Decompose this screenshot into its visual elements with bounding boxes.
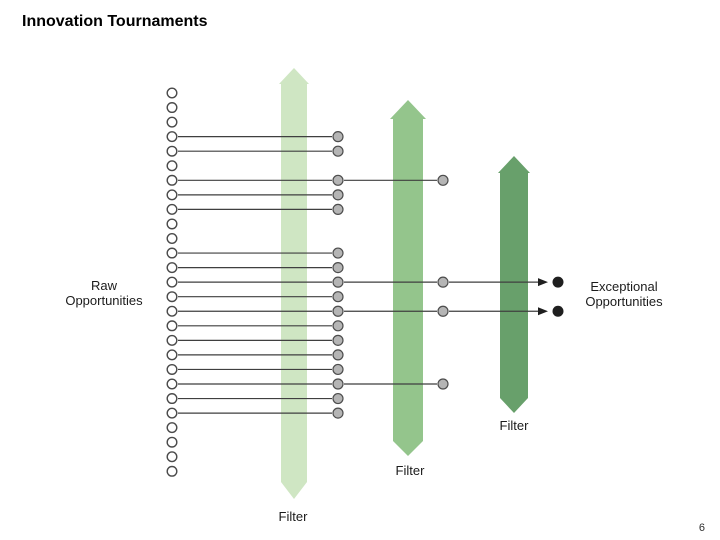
filter-arrow-1 [279,68,309,499]
filtered-opportunity-circle [332,145,344,157]
raw-opportunity-circle [166,247,178,259]
filtered-opportunity-circle [332,174,344,186]
filtered-opportunity-circle [437,174,449,186]
filtered-opportunity-circle [332,203,344,215]
exceptional-opportunities-label: Exceptional Opportunities [585,279,662,309]
raw-opportunity-circle [166,276,178,288]
raw-opportunity-circle [166,116,178,128]
raw-opportunity-circle [166,203,178,215]
filter-arrow-3 [498,156,530,413]
raw-opportunity-circle [166,232,178,244]
filtered-opportunity-circle [332,378,344,390]
exceptional-opportunity-circle [552,305,564,317]
raw-opportunity-circle [166,218,178,230]
raw-opportunity-circle [166,378,178,390]
filtered-opportunity-circle [332,276,344,288]
filtered-opportunity-circle [332,392,344,405]
filtered-opportunity-circle [332,334,344,346]
raw-opportunity-circle [166,131,178,143]
page-number: 6 [698,522,705,534]
raw-opportunity-circle [166,407,178,419]
filtered-opportunity-circle [437,276,449,288]
filtered-opportunity-circle [437,305,449,317]
raw-opportunity-circle [166,334,178,346]
raw-opportunity-circle [166,174,178,186]
filtered-opportunity-circle [332,305,344,317]
exceptional-opportunity-circle [552,276,564,288]
raw-opportunity-circle [166,189,178,201]
filtered-opportunity-circle [332,131,344,143]
raw-opportunity-circle [166,451,178,463]
filter-arrow-2 [390,100,426,456]
raw-opportunity-circle [166,145,178,157]
raw-opportunity-circle [166,87,178,99]
filter-1-label: Filter [278,509,308,524]
raw-opportunity-circle [166,320,178,332]
raw-opportunity-circle [166,363,178,375]
raw-opportunity-circle [166,262,178,274]
filter-2-label: Filter [395,463,425,478]
exceptional-label-line2: Opportunities [585,294,663,309]
filtered-opportunity-circle [332,291,344,303]
slide-title: Innovation Tournaments [22,13,208,30]
filtered-opportunity-circle [332,320,344,332]
filtered-opportunity-circle [332,262,344,274]
exceptional-label-line1: Exceptional [590,279,658,294]
raw-opportunity-circle [166,305,178,317]
raw-opportunity-circle [166,102,178,114]
raw-opportunities-label: Raw Opportunities [65,278,142,308]
filtered-opportunity-circle [332,349,344,361]
raw-opportunity-circle [166,160,178,172]
filter-3-label: Filter [499,418,529,433]
filtered-opportunity-circle [332,189,344,201]
raw-label-line1: Raw [90,278,118,293]
raw-opportunity-circle [166,349,178,361]
arrowhead-icon [538,307,548,316]
raw-opportunity-circle [166,291,178,303]
raw-opportunity-circle [166,393,178,405]
filtered-opportunity-circle [332,247,344,259]
filtered-opportunity-circle [437,378,449,390]
filtered-opportunity-circle [332,407,344,419]
raw-opportunity-circle [166,436,178,448]
raw-opportunity-circle [166,465,178,477]
arrowhead-icon [538,278,548,287]
raw-opportunity-circle [166,422,178,434]
filtered-opportunity-circle [332,363,344,376]
raw-label-line2: Opportunities [65,293,143,308]
